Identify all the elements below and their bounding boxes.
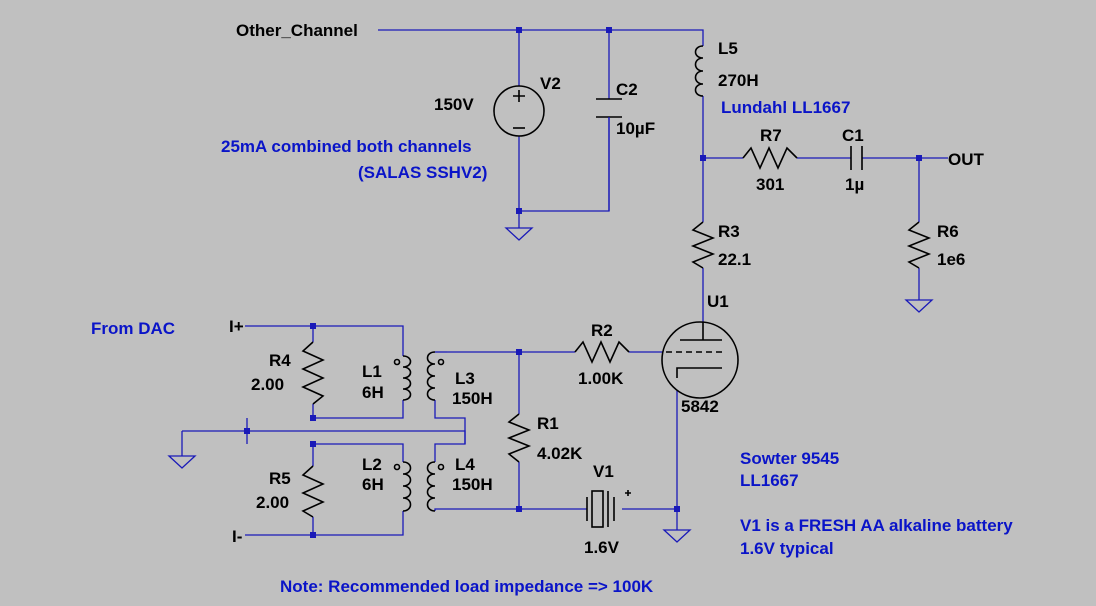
u1-ref: U1 bbox=[707, 292, 729, 311]
c1-value: 1µ bbox=[845, 175, 864, 194]
resistor-r6[interactable] bbox=[906, 221, 932, 269]
r3-value: 22.1 bbox=[718, 250, 751, 269]
c2-value: 10µF bbox=[616, 119, 655, 138]
note-supply-model: (SALAS SSHV2) bbox=[358, 163, 487, 182]
ground-v2 bbox=[504, 227, 534, 241]
ground-input bbox=[167, 455, 197, 469]
l1-ref: L1 bbox=[362, 362, 382, 381]
r7-ref: R7 bbox=[760, 126, 782, 145]
resistor-r7[interactable] bbox=[742, 146, 798, 170]
l2-ref: L2 bbox=[362, 455, 382, 474]
note-transformer-1: Sowter 9545 bbox=[740, 449, 839, 468]
resistor-r2[interactable] bbox=[574, 340, 630, 364]
r6-ref: R6 bbox=[937, 222, 959, 241]
r3-ref: R3 bbox=[718, 222, 740, 241]
ground-cathode bbox=[662, 529, 692, 543]
resistor-r5[interactable] bbox=[301, 465, 325, 518]
note-load-impedance: Note: Recommended load impedance => 100K bbox=[280, 577, 654, 596]
r4-ref: R4 bbox=[269, 351, 291, 370]
resistor-r3[interactable] bbox=[690, 221, 716, 269]
battery-v1[interactable] bbox=[586, 490, 631, 528]
l1-value: 6H bbox=[362, 383, 384, 402]
c1-ref: C1 bbox=[842, 126, 864, 145]
net-label-out: OUT bbox=[948, 150, 985, 169]
r4-value: 2.00 bbox=[251, 375, 284, 394]
v1-ref: V1 bbox=[593, 462, 614, 481]
r5-ref: R5 bbox=[269, 469, 291, 488]
triode-u1[interactable] bbox=[661, 321, 739, 399]
capacitor-c1[interactable] bbox=[850, 146, 863, 170]
v2-ref: V2 bbox=[540, 74, 561, 93]
ground-symbols bbox=[167, 227, 934, 543]
resistor-r4[interactable] bbox=[301, 341, 325, 405]
l2-value: 6H bbox=[362, 475, 384, 494]
r1-ref: R1 bbox=[537, 414, 559, 433]
l3-value: 150H bbox=[452, 389, 493, 408]
v2-value: 150V bbox=[434, 95, 474, 114]
r7-value: 301 bbox=[756, 175, 784, 194]
l4-value: 150H bbox=[452, 475, 493, 494]
r5-value: 2.00 bbox=[256, 493, 289, 512]
r2-value: 1.00K bbox=[578, 369, 624, 388]
net-label-other-channel: Other_Channel bbox=[236, 21, 358, 40]
inductor-l5[interactable] bbox=[694, 45, 704, 97]
c2-ref: C2 bbox=[616, 80, 638, 99]
note-choke: Lundahl LL1667 bbox=[721, 98, 850, 117]
u1-value: 5842 bbox=[681, 397, 719, 416]
net-label-in-plus: I+ bbox=[229, 317, 244, 336]
r2-ref: R2 bbox=[591, 321, 613, 340]
r6-value: 1e6 bbox=[937, 250, 965, 269]
l4-ref: L4 bbox=[455, 455, 475, 474]
note-battery-2: 1.6V typical bbox=[740, 539, 834, 558]
note-supply-current: 25mA combined both channels bbox=[221, 137, 472, 156]
resistor-r1[interactable] bbox=[506, 413, 532, 463]
r1-value: 4.02K bbox=[537, 444, 583, 463]
note-transformer-2: LL1667 bbox=[740, 471, 799, 490]
transformer-l1-l3[interactable] bbox=[393, 351, 445, 401]
transformer-l2-l4[interactable] bbox=[393, 461, 445, 512]
l3-ref: L3 bbox=[455, 369, 475, 388]
note-from-dac: From DAC bbox=[91, 319, 175, 338]
l5-value: 270H bbox=[718, 71, 759, 90]
capacitor-c2[interactable] bbox=[596, 98, 622, 211]
net-label-in-minus: I- bbox=[232, 527, 242, 546]
note-battery-1: V1 is a FRESH AA alkaline battery bbox=[740, 516, 1013, 535]
l5-ref: L5 bbox=[718, 39, 738, 58]
voltage-source-v2[interactable] bbox=[493, 85, 545, 137]
ground-r6 bbox=[904, 299, 934, 313]
v1-value: 1.6V bbox=[584, 538, 620, 557]
junction-dots bbox=[244, 27, 922, 538]
